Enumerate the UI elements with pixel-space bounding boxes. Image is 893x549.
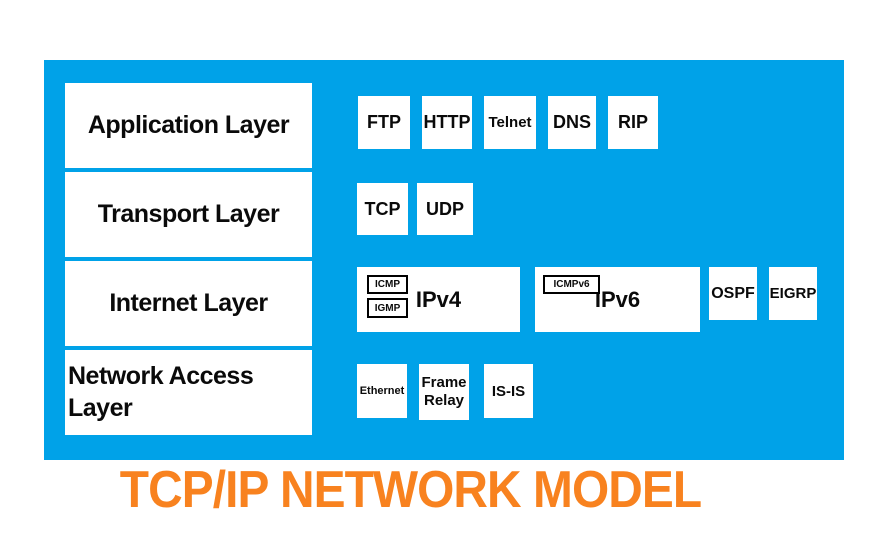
protocol-label-ipv4: IPv4: [415, 286, 462, 312]
protocol-box-ethernet: Ethernet: [357, 364, 407, 418]
layer-box-application: Application Layer: [65, 83, 312, 168]
protocol-box-ipv6: ICMPv6 IPv6: [535, 267, 700, 332]
layer-box-internet: Internet Layer: [65, 261, 312, 346]
protocol-box-tcp: TCP: [357, 183, 408, 235]
internet-protocols-row: ICMP IGMP IPv4 ICMPv6 IPv6 OSPF EIGRP: [357, 267, 817, 332]
diagram-title: TCP/IP NETWORK MODEL: [119, 461, 702, 519]
protocol-box-rip: RIP: [608, 96, 658, 149]
protocol-box-dns: DNS: [548, 96, 596, 149]
protocol-box-frame-relay: Frame Relay: [419, 364, 469, 420]
protocol-box-eigrp: EIGRP: [769, 267, 817, 320]
network-access-protocols-row: Ethernet Frame Relay IS-IS: [357, 364, 533, 420]
protocol-label-ipv6: IPv6: [594, 286, 641, 312]
layer-box-network-access: Network Access Layer: [65, 350, 312, 435]
model-panel: Application Layer Transport Layer Intern…: [44, 60, 844, 460]
protocol-box-telnet: Telnet: [484, 96, 536, 149]
protocol-box-ospf: OSPF: [709, 267, 757, 320]
protocol-box-udp: UDP: [417, 183, 473, 235]
protocol-box-icmpv6: ICMPv6: [543, 275, 600, 294]
layer-box-transport: Transport Layer: [65, 172, 312, 257]
protocol-box-icmp: ICMP: [367, 275, 408, 294]
transport-protocols-row: TCP UDP: [357, 183, 473, 235]
protocol-box-ipv4: ICMP IGMP IPv4: [357, 267, 520, 332]
protocol-box-http: HTTP: [422, 96, 472, 149]
layer-column: Application Layer Transport Layer Intern…: [65, 83, 312, 435]
protocol-box-ftp: FTP: [358, 96, 410, 149]
application-protocols-row: FTP HTTP Telnet DNS RIP: [358, 96, 658, 149]
protocol-box-igmp: IGMP: [367, 298, 408, 318]
protocol-box-is-is: IS-IS: [484, 364, 533, 418]
